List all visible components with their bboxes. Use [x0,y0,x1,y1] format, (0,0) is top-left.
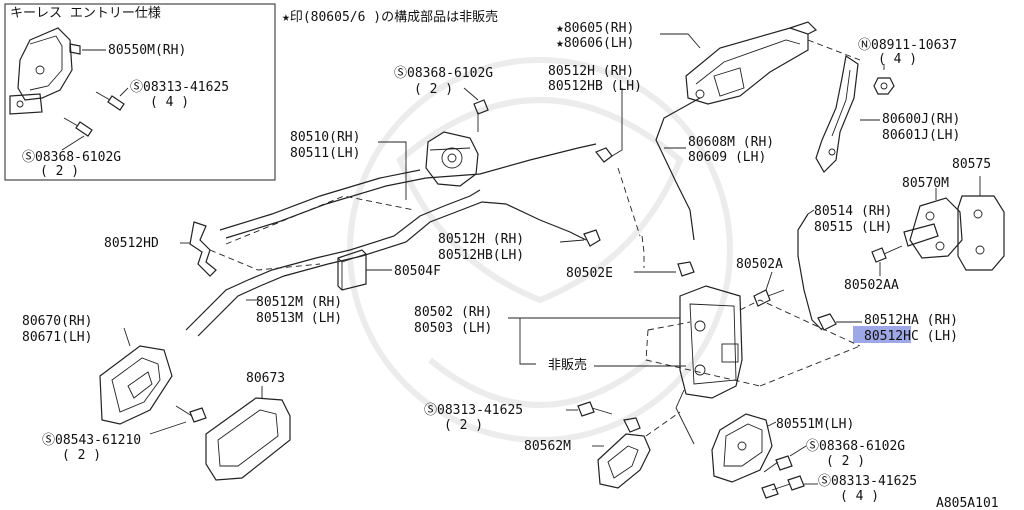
pad-80504F [337,249,367,291]
shim-80575 [957,195,1005,271]
label-08313-mid: Ⓢ08313-41625 [424,403,523,418]
label-80512HC: 80512HC (LH) [864,329,958,344]
label-80609: 80609 (LH) [688,150,766,165]
screw-08313-bot-b [761,483,779,499]
rod-80512M [185,189,481,331]
inside-handle-80670 [99,345,173,425]
label-80608M: 80608M (RH) [688,135,774,150]
label-80570M: 80570M [902,176,949,191]
actuator-80562M [597,417,651,489]
figure-code: A805A101 [936,496,999,510]
label-80673: 80673 [246,371,285,386]
screw-08313-mid [577,401,613,417]
label-80512HA: 80512HA (RH) [864,313,958,328]
label-80510: 80510(RH) [290,130,360,145]
label-80511: 80511(LH) [290,146,360,161]
striker-80570M [903,197,963,259]
label-80512M: 80512M (RH) [256,295,342,310]
clip-80512HD [189,221,217,277]
label-08911-qty: ( 4 ) [878,52,917,67]
label-80512HD: 80512HD [104,236,159,251]
label-not-sold: 非販売 [548,357,587,373]
label-inset-08368-qty: ( 2 ) [40,164,79,179]
screw-80502A [753,289,785,307]
inset-screw-a [95,91,125,111]
label-08368-top: Ⓢ08368-6102G [394,66,493,81]
label-80502E: 80502E [566,266,613,281]
inside-lock-knob-assembly [425,131,479,187]
label-08313-bot-qty: ( 4 ) [840,489,879,504]
label-80513M: 80513M (LH) [256,311,342,326]
label-80512HB-top: 80512HB (LH) [548,79,642,94]
inset-frame [4,3,276,181]
label-80502AA: 80502AA [844,278,899,293]
highlight-80512HC [853,326,911,343]
note-not-sold-components: ★印(80605/6 )の構成部品は非販売 [282,9,498,25]
label-80504F: 80504F [394,264,441,279]
label-inset-08313: Ⓢ08313-41625 [130,80,229,95]
screw-80502AA [871,245,903,263]
watermark-emblem [347,57,733,443]
rod-80510 [219,169,421,231]
label-80606: ★80606(LH) [556,36,634,51]
label-08543: Ⓢ08543-61210 [42,433,141,448]
label-80671: 80671(LH) [22,330,92,345]
label-80575: 80575 [952,157,991,172]
label-80515: 80515 (LH) [814,220,892,235]
label-80551M: 80551M(LH) [776,417,854,432]
rod-80514 [797,213,823,331]
outside-handle-assembly [685,21,818,105]
screw-08368-top [473,99,489,132]
inset-actuator [9,27,81,115]
label-80600J: 80600J(RH) [882,112,960,127]
label-80512HB-mid: 80512HB(LH) [438,248,524,263]
label-80605: ★80605(RH) [556,21,634,36]
label-08313-mid-qty: ( 2 ) [444,418,483,433]
screw-08368-bot [763,455,793,473]
label-80502A: 80502A [736,257,783,272]
label-80550M: 80550M(RH) [108,43,186,58]
escutcheon-80673 [205,397,291,481]
actuator-80551M [711,413,773,483]
label-08911: Ⓝ08911-10637 [858,38,957,53]
screw-08313-bot [771,475,805,491]
outer-handle-bracket [815,54,859,173]
door-lock-80502 [675,285,743,445]
label-08543-qty: ( 2 ) [62,448,101,463]
clip-80512H-mid [583,229,601,247]
rod-80608M [655,97,701,241]
inset-screw-b [63,117,93,137]
label-inset-08368: Ⓢ08368-6102G [22,150,121,165]
screw-08543 [175,405,207,423]
label-08313-bot: Ⓢ08313-41625 [818,474,917,489]
clip-80512H-top [595,147,613,163]
label-80502: 80502 (RH) [414,305,492,320]
label-inset-08313-qty: ( 4 ) [150,95,189,110]
inset-title: キーレス エントリー仕様 [10,6,161,21]
label-80562M: 80562M [524,439,571,454]
clip-80502E [677,261,695,277]
label-80601J: 80601J(LH) [882,128,960,143]
label-80503: 80503 (LH) [414,321,492,336]
nut-08911 [873,77,895,95]
clip-80512HA [817,313,837,331]
label-80512H-top: 80512H (RH) [548,64,634,79]
label-08368-bot-qty: ( 2 ) [826,454,865,469]
label-08368-bot: Ⓢ08368-6102G [806,439,905,454]
label-80670: 80670(RH) [22,314,92,329]
label-08368-top-qty: ( 2 ) [414,82,453,97]
label-80512H-mid: 80512H (RH) [438,232,524,247]
label-80514: 80514 (RH) [814,204,892,219]
